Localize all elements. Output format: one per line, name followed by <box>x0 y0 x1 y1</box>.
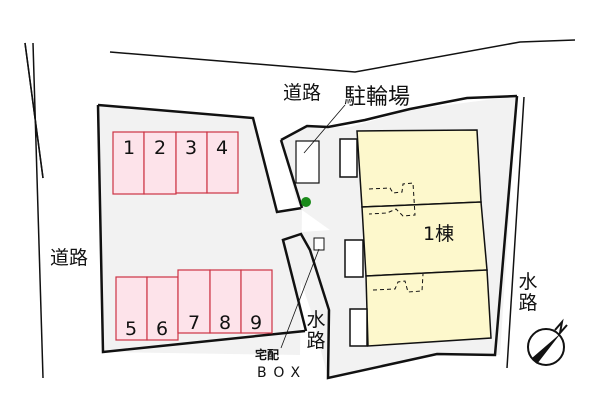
bicycle-parking-box <box>295 140 320 184</box>
entrance-2 <box>344 239 364 278</box>
delivery-box-leader <box>280 248 320 349</box>
building-label: 1棟 <box>423 223 455 245</box>
parking-space-7: 7 <box>187 312 201 334</box>
parking-row-top <box>112 131 239 195</box>
delivery-box-label-en: BOX <box>257 365 308 381</box>
parking-space-4: 4 <box>215 137 229 159</box>
south-waterway-label: 水路 <box>306 309 326 352</box>
parking-space-9: 9 <box>249 312 263 334</box>
parking-space-3: 3 <box>184 137 198 159</box>
tree-icon <box>301 197 311 207</box>
waterway-edge <box>506 96 525 369</box>
north-compass-icon <box>527 318 568 366</box>
interior-stairs-2 <box>372 273 424 293</box>
parking-space-1: 1 <box>122 137 136 159</box>
west-road-label: 道路 <box>50 247 89 269</box>
parking-space-6: 6 <box>155 318 169 340</box>
north-road-edge <box>109 39 576 73</box>
delivery-box <box>313 237 325 251</box>
parking-space-5: 5 <box>124 318 138 340</box>
parking-space-2: 2 <box>153 137 167 159</box>
building-unit-1 <box>356 129 482 208</box>
building-unit-3 <box>365 269 492 347</box>
east-waterway-label: 水路 <box>518 271 538 314</box>
bicycle-parking-leader <box>303 104 346 154</box>
parking-row-bottom <box>115 269 273 341</box>
bicycle-parking-label: 駐輪場 <box>344 85 411 110</box>
interior-stairs-1 <box>368 182 416 217</box>
west-road-line <box>32 42 44 379</box>
north-road-label: 道路 <box>283 82 322 104</box>
entrance-1 <box>339 138 358 178</box>
delivery-box-label-jp: 宅配 <box>255 348 280 362</box>
parking-space-8: 8 <box>218 312 232 334</box>
entrance-3 <box>349 308 368 347</box>
